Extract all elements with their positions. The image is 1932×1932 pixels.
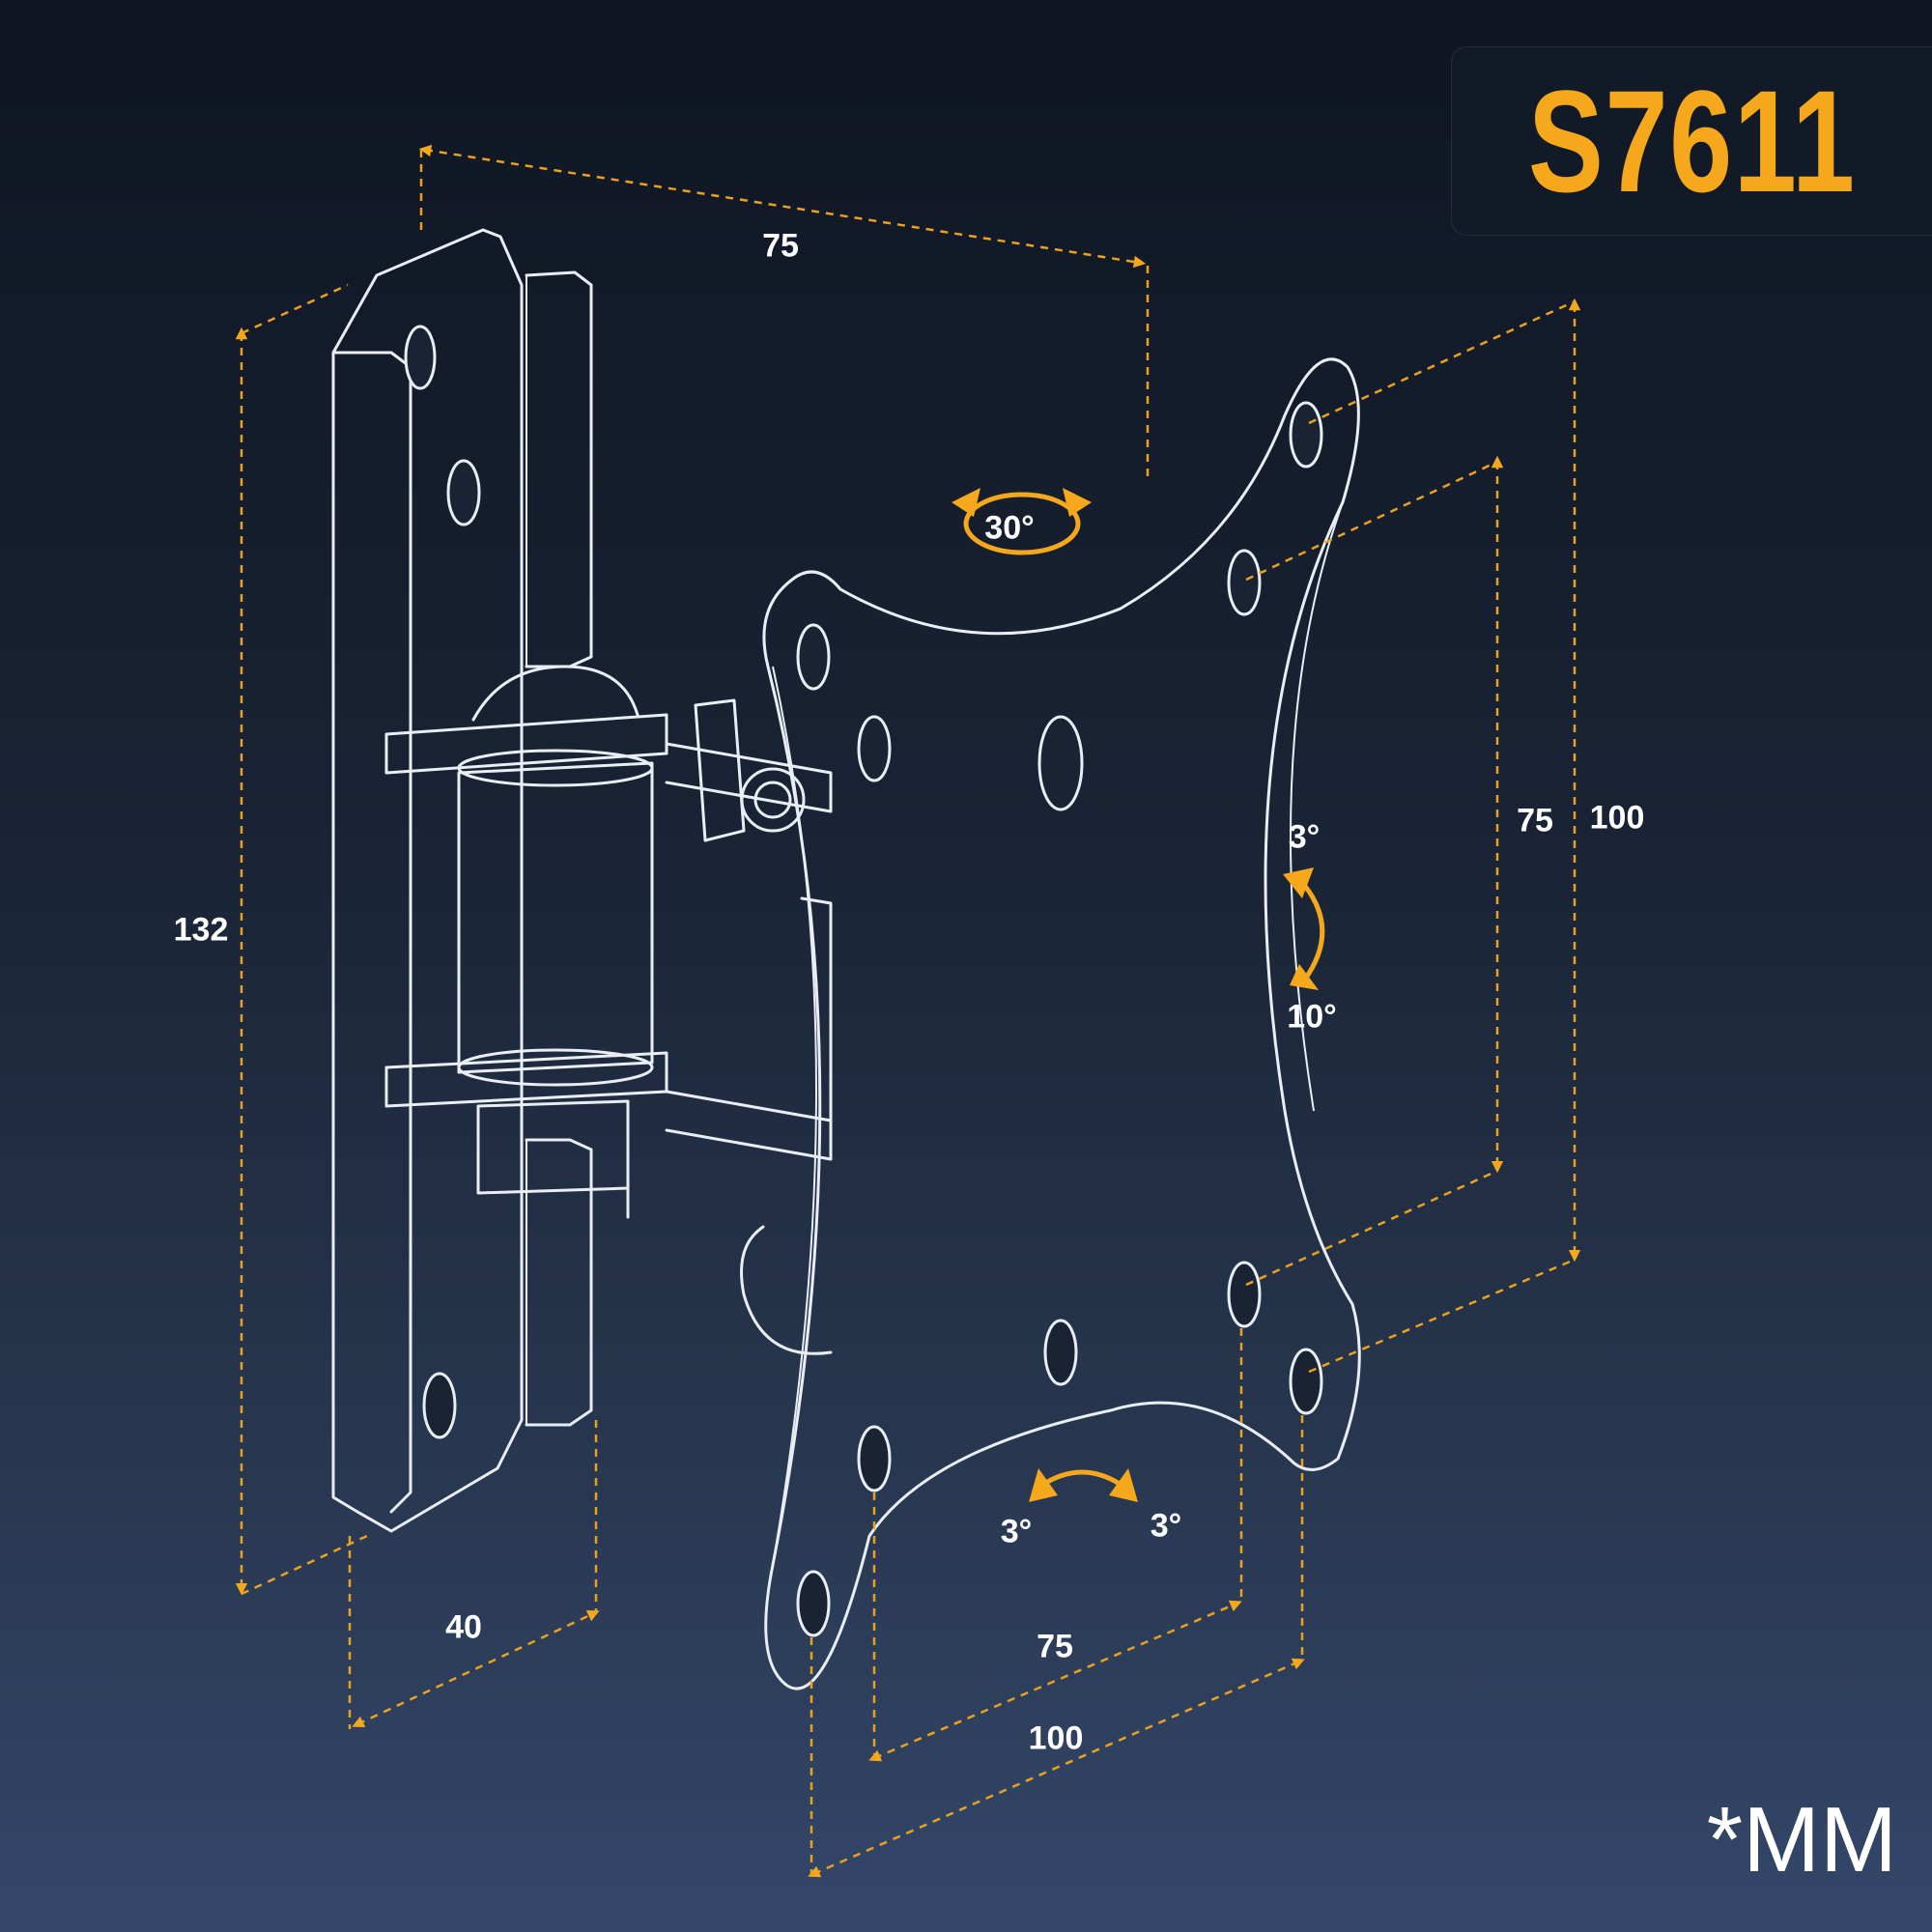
angle-label-swivel: 30°: [984, 509, 1035, 547]
angle-label-rotate-left: 3°: [1000, 1513, 1033, 1550]
tilt-arrow-icon: [1283, 867, 1325, 990]
vesa-plate-holes: [796, 401, 1323, 1637]
dim-label-vesa-v-small: 75: [1517, 802, 1553, 839]
dim-label-vesa-v-large: 100: [1589, 799, 1645, 837]
dim-label-height: 132: [173, 911, 229, 949]
angle-label-tilt-down: 10°: [1287, 998, 1337, 1036]
swivel-arrow-icon: [952, 488, 1092, 555]
dim-label-vesa-h-large: 100: [1028, 1719, 1084, 1757]
model-code: S7611: [1528, 59, 1857, 222]
unit-note: *MM: [1706, 1788, 1897, 1891]
rotate-arrow-icon: [1029, 1468, 1138, 1502]
dim-label-depth: 40: [445, 1608, 482, 1646]
hinge-assembly: [384, 665, 833, 1422]
angle-label-tilt-up: 3°: [1288, 818, 1321, 856]
dim-line-top-75: [418, 144, 1147, 269]
dim-line-depth-40: [352, 1609, 600, 1728]
dim-label-vesa-h-small: 75: [1037, 1628, 1073, 1665]
dim-line-vesa-h-100: [808, 1658, 1305, 1878]
wall-plate-holes: [404, 325, 481, 1439]
vesa-plate: [762, 357, 1361, 1690]
wall-plate: [331, 228, 593, 1533]
dim-label-top-width: 75: [762, 227, 799, 265]
dimension-lines: [235, 144, 1581, 1879]
model-badge: S7611: [1451, 46, 1932, 236]
angle-label-rotate-right: 3°: [1150, 1507, 1182, 1545]
